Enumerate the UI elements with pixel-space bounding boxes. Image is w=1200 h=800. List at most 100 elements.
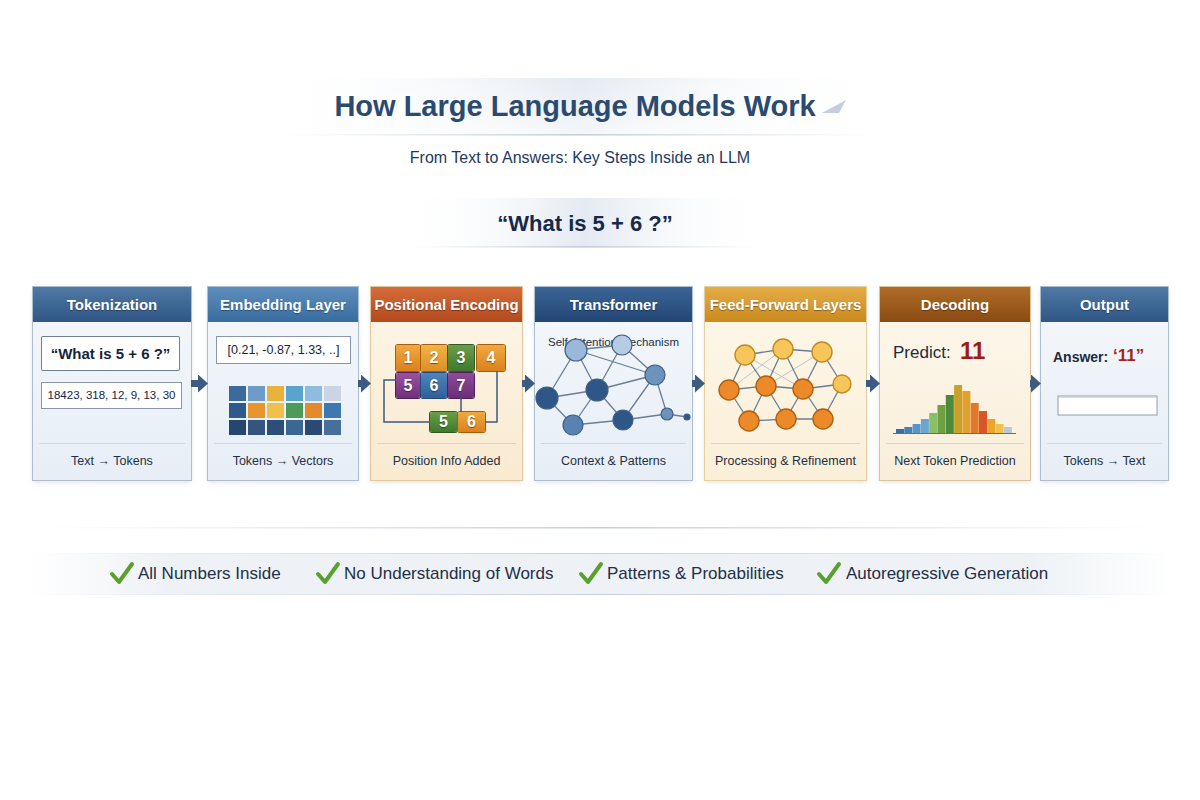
attention-link [597, 345, 622, 390]
attention-node [536, 387, 558, 409]
neuron [756, 376, 776, 396]
attention-node [612, 335, 632, 355]
chart-baseline [893, 433, 1016, 434]
layer-link [786, 389, 803, 419]
position-tile: 2 [421, 345, 447, 371]
embedding-cell [305, 403, 322, 418]
position-number: 2 [430, 348, 439, 367]
layer-link [749, 419, 786, 421]
layer-link [729, 355, 745, 390]
layer-link [823, 384, 842, 419]
embedding-cell [286, 420, 303, 435]
position-number: 3 [457, 348, 466, 367]
input-text: “What is 5 + 6 ?” [51, 345, 171, 363]
attention-link [547, 350, 576, 398]
predict-label: Predict: [893, 342, 951, 363]
attention-link [622, 345, 655, 375]
position-number: 4 [487, 348, 496, 367]
stage-title: Feed-Forward Layers [705, 287, 866, 322]
embedding-cell [267, 403, 284, 418]
layer-link [729, 349, 783, 390]
layer-link [786, 418, 823, 419]
stage-box: TransformerSelf-Attention MechanismConte… [535, 287, 692, 480]
layer-link [745, 349, 783, 355]
vector-values: [0.21, -0.87, 1.33, ..] [228, 343, 340, 358]
position-tile: 3 [448, 345, 474, 371]
neuron [735, 345, 755, 365]
probability-bar [904, 427, 912, 433]
mechanism-label: Self-Attention Mechanism [535, 335, 692, 349]
probability-bar [896, 429, 904, 433]
attention-link [597, 375, 655, 390]
stage-caption: Text → Tokens [39, 443, 185, 479]
embedding-cell [324, 386, 341, 401]
probability-bar [971, 403, 979, 433]
checklist-item: No Understanding of Words [344, 563, 553, 585]
check-mark [581, 564, 601, 582]
layer-link [729, 386, 766, 390]
title-band [270, 78, 890, 136]
position-tile: 6 [421, 373, 447, 398]
neuron [739, 411, 759, 431]
embedding-cell [229, 403, 246, 418]
stage-box: DecodingPredict:11Next Token Prediction [880, 287, 1030, 480]
flow-arrow [191, 380, 199, 387]
layer-link [766, 386, 803, 389]
flow-arrow [866, 380, 871, 387]
layer-link [783, 349, 803, 389]
embedding-cell [286, 386, 303, 401]
stage-box: TokenizationText → Tokens“What is 5 + 6 … [33, 287, 191, 480]
attention-link [667, 414, 687, 417]
check-mark [318, 564, 338, 582]
check-mark [112, 564, 132, 582]
attention-node [586, 379, 608, 401]
stage-caption: Next Token Prediction [886, 443, 1024, 479]
layer-link [803, 352, 822, 389]
stage-box: Embedding LayerTokens → Vectors[0.21, -0… [208, 287, 358, 480]
attention-link [576, 350, 597, 390]
neuron [776, 409, 796, 429]
flow-arrow [1030, 380, 1032, 387]
stage-caption: Position Info Added [377, 443, 516, 479]
stage-box: Positional EncodingPosition Info Added12… [371, 287, 522, 480]
query-rule [410, 246, 760, 248]
neuron [812, 342, 832, 362]
embedding-cell [286, 403, 303, 418]
attention-link [573, 390, 597, 425]
position-number: 5 [439, 412, 448, 431]
input-text-box: “What is 5 + 6 ?” [42, 337, 179, 370]
checklist-band [30, 553, 1170, 595]
token-id-box: 18423, 318, 12, 9, 13, 30 [42, 383, 181, 408]
neuron [773, 339, 793, 359]
probability-bar [938, 405, 946, 433]
embedding-cell [324, 403, 341, 418]
stage-caption: Context & Patterns [541, 443, 686, 479]
attention-link [547, 398, 573, 425]
attention-link [655, 375, 667, 414]
probability-bar [913, 424, 921, 433]
embedding-cell [305, 386, 322, 401]
attention-node [645, 365, 665, 385]
attention-link [547, 390, 597, 398]
answer-label: Answer: [1053, 348, 1108, 366]
bracket-line [384, 380, 430, 422]
output-field [1058, 396, 1157, 415]
separator-rule [30, 527, 1170, 529]
attention-node [684, 414, 690, 420]
position-tile: 4 [477, 345, 505, 371]
attention-node [565, 339, 587, 361]
attention-node [563, 415, 583, 435]
neuron [793, 379, 813, 399]
probability-bar [946, 395, 954, 433]
embedding-cell [267, 386, 284, 401]
layer-link [803, 389, 823, 419]
stage-box: Feed-Forward LayersProcessing & Refineme… [705, 287, 866, 480]
layer-link [766, 386, 786, 419]
layer-link [803, 384, 842, 389]
stage-title: Transformer [535, 287, 692, 322]
embedding-cell [248, 420, 265, 435]
position-tile: 5 [396, 373, 420, 398]
bracket-line [460, 398, 462, 412]
probability-bar [979, 411, 987, 433]
layer-link [729, 390, 749, 421]
